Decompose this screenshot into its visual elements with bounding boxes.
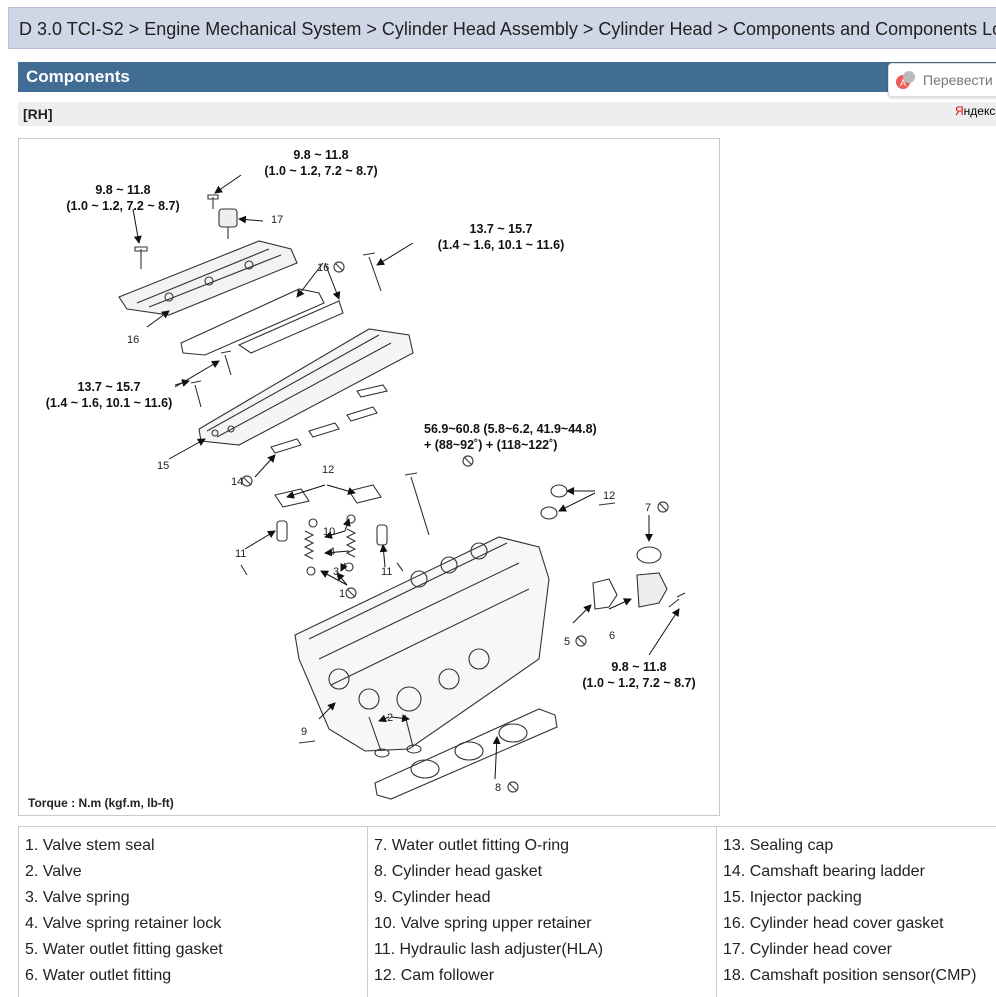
legend-column: 1. Valve stem seal 2. Valve 3. Valve spr… xyxy=(18,827,368,997)
legend-item: 4. Valve spring retainer lock xyxy=(25,915,222,932)
callout-2: 2 xyxy=(387,712,393,724)
legend-item: 18. Camshaft position sensor(CMP) xyxy=(723,967,977,984)
legend-item: 2. Valve xyxy=(25,863,82,880)
callout-3: 3 xyxy=(333,566,339,578)
translate-label: Перевести xyxy=(923,72,993,88)
subheading: [RH] xyxy=(18,102,996,126)
callout-10: 10 xyxy=(323,526,335,538)
legend-item: 13. Sealing cap xyxy=(723,837,834,854)
legend-column: 7. Water outlet fitting O-ring 8. Cylind… xyxy=(367,827,717,997)
callout-12: 12 xyxy=(322,464,334,476)
no-reuse-icon xyxy=(241,261,669,793)
legend-item: 16. Cylinder head cover gasket xyxy=(723,915,944,932)
legend-item: 17. Cylinder head cover xyxy=(723,941,892,958)
callout-15: 14 xyxy=(231,476,243,488)
torque-label: 13.7 ~ 15.7(1.4 ~ 1.6, 10.1 ~ 11.6) xyxy=(438,222,564,252)
svg-text:A: A xyxy=(900,78,906,88)
callout-11b: 11 xyxy=(381,566,392,578)
torque-label: 13.7 ~ 15.7(1.4 ~ 1.6, 10.1 ~ 11.6) xyxy=(46,380,172,410)
legend-column: 13. Sealing cap 14. Camshaft bearing lad… xyxy=(716,827,996,997)
translate-button[interactable]: A Перевести xyxy=(888,63,996,97)
legend-item: 8. Cylinder head gasket xyxy=(374,863,543,880)
torque-label: 56.9~60.8 (5.8~6.2, 41.9~44.8)+ (88~92˚)… xyxy=(424,422,597,452)
section-title: Components xyxy=(18,62,996,92)
legend-item: 12. Cam follower xyxy=(374,967,495,984)
callout-8: 8 xyxy=(495,782,501,794)
legend-item: 11. Hydraulic lash adjuster(HLA) xyxy=(374,941,604,958)
legend-item: 3. Valve spring xyxy=(25,889,130,906)
callout-16: 16 xyxy=(317,262,329,274)
callout-13: 12 xyxy=(603,490,615,502)
exploded-view-drawing: 9.8 ~ 11.8(1.0 ~ 1.2, 7.2 ~ 8.7) 9.8 ~ 1… xyxy=(46,148,696,800)
legend-item: 5. Water outlet fitting gasket xyxy=(25,941,223,958)
legend-item: 9. Cylinder head xyxy=(374,889,491,906)
torque-label: 9.8 ~ 11.8(1.0 ~ 1.2, 7.2 ~ 8.7) xyxy=(582,660,695,690)
callout-7: 7 xyxy=(645,502,651,514)
legend-item: 7. Water outlet fitting O-ring xyxy=(374,837,570,854)
legend-item: 10. Valve spring upper retainer xyxy=(374,915,592,932)
breadcrumb: D 3.0 TCI-S2 > Engine Mechanical System … xyxy=(8,7,996,49)
callout-17: 16 xyxy=(127,334,139,346)
legend-item: 14. Camshaft bearing ladder xyxy=(723,863,925,880)
torque-label: 9.8 ~ 11.8(1.0 ~ 1.2, 7.2 ~ 8.7) xyxy=(66,183,179,213)
callout-9: 9 xyxy=(301,726,307,738)
torque-note: Torque : N.m (kgf.m, lb-ft) xyxy=(28,796,174,810)
torque-label: 9.8 ~ 11.8(1.0 ~ 1.2, 7.2 ~ 8.7) xyxy=(264,148,377,178)
callout-5: 5 xyxy=(564,636,570,648)
legend-item: 15. Injector packing xyxy=(723,889,862,906)
legend-item: 1. Valve stem seal xyxy=(25,837,155,854)
callout-18: 17 xyxy=(271,214,283,226)
callout-6: 6 xyxy=(609,630,615,642)
callout-1: 1 xyxy=(339,588,345,600)
callout-11: 11 xyxy=(235,548,246,560)
callout-4: 4 xyxy=(329,546,335,558)
callout-14: 15 xyxy=(157,460,169,472)
translate-icon: A xyxy=(895,69,917,91)
components-diagram: 9.8 ~ 11.8(1.0 ~ 1.2, 7.2 ~ 8.7) 9.8 ~ 1… xyxy=(18,138,720,816)
components-legend: 1. Valve stem seal 2. Valve 3. Valve spr… xyxy=(18,826,996,997)
legend-item: 6. Water outlet fitting xyxy=(25,967,172,984)
yandex-label: Яндекс xyxy=(955,104,996,118)
